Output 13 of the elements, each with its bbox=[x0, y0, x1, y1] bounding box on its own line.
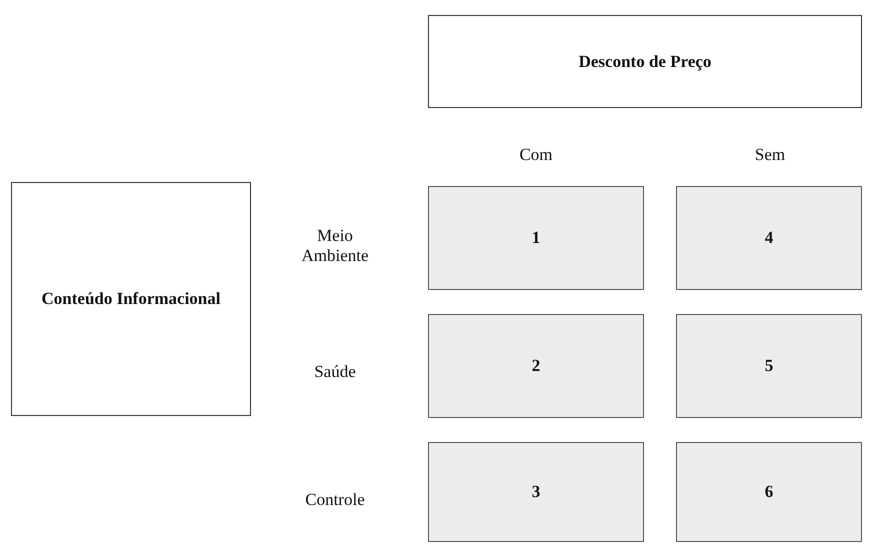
title-box: Desconto de Preço bbox=[428, 15, 862, 108]
row-header: Saúde bbox=[314, 362, 356, 382]
factor-box: Conteúdo Informacional bbox=[11, 182, 251, 416]
condition-cell: 2 bbox=[428, 314, 644, 418]
row-header: Meio Ambiente bbox=[300, 226, 370, 266]
condition-cell: 3 bbox=[428, 442, 644, 542]
condition-cell: 4 bbox=[676, 186, 862, 290]
condition-cell: 6 bbox=[676, 442, 862, 542]
condition-cell: 1 bbox=[428, 186, 644, 290]
column-header: Sem bbox=[754, 145, 786, 165]
row-header: Controle bbox=[305, 490, 365, 510]
condition-cell: 5 bbox=[676, 314, 862, 418]
column-header: Com bbox=[519, 145, 553, 165]
